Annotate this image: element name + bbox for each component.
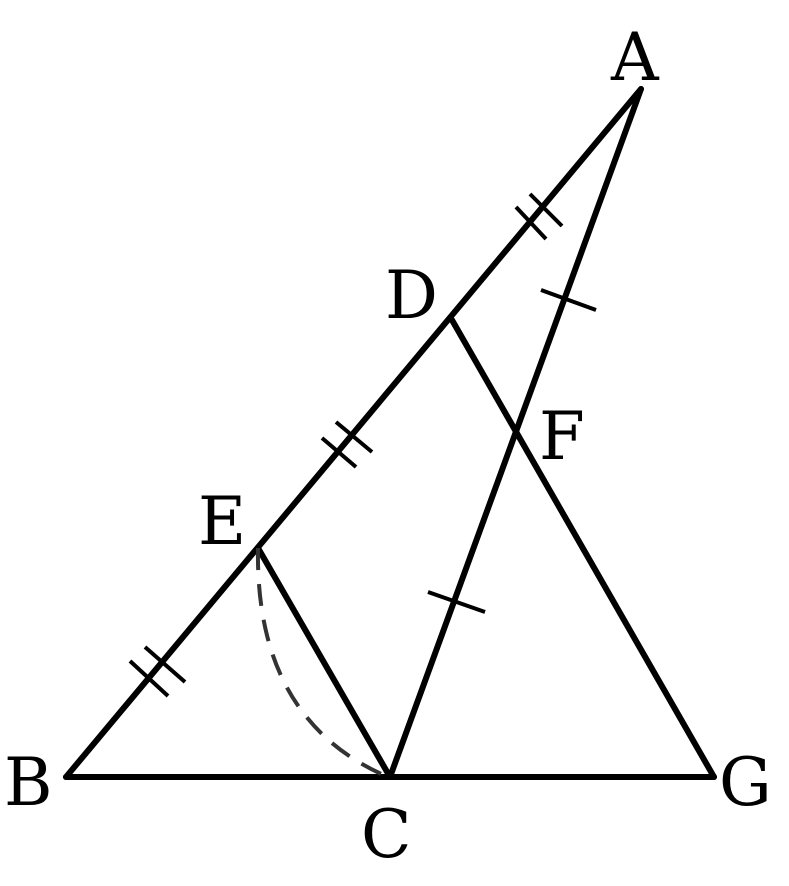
segment-dg (449, 317, 717, 780)
label-point-g: G (719, 744, 772, 821)
double-tick-eb (128, 645, 187, 698)
label-point-f: F (539, 398, 585, 475)
double-tick-ad (514, 192, 564, 241)
single-tick-fc (427, 590, 486, 614)
double-tick-de (320, 420, 374, 469)
label-point-b: B (4, 744, 53, 821)
single-tick-af (540, 288, 597, 312)
label-point-a: A (610, 19, 660, 96)
label-point-d: D (385, 257, 438, 334)
dashed-arc-ec (255, 547, 389, 779)
segment-ec (255, 545, 393, 780)
label-point-e: E (198, 483, 246, 560)
label-point-c: C (361, 796, 412, 873)
